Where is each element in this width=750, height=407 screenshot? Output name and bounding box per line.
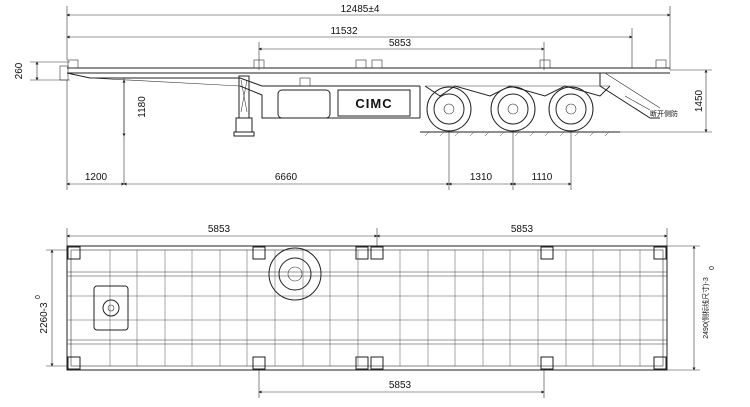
landing-gear xyxy=(233,75,255,137)
front-height-dimension: 260 xyxy=(14,61,70,81)
cimc-logo-plate: CIMC xyxy=(337,89,411,117)
deck-height-label: 1450 xyxy=(694,89,705,112)
bottom-dimension-chain: 1200 6660 1310 1110 xyxy=(66,80,572,190)
plan-front-section-dimension: 5853 xyxy=(66,224,378,246)
plan-rear-section-label: 5853 xyxy=(511,224,534,235)
container-length-dimension: 5853 xyxy=(258,38,545,70)
plan-right-width-label: 2490(侧标线尺寸)-3 xyxy=(701,277,710,339)
container-length-label: 5853 xyxy=(389,38,412,49)
plan-right-width-dimension: 2490(侧标线尺寸)-3 0 xyxy=(667,245,716,371)
suspension xyxy=(424,85,611,97)
wheel-2 xyxy=(490,86,536,132)
axle-spacing-2-label: 1110 xyxy=(532,172,553,183)
plan-right-width-sup: 0 xyxy=(709,266,716,270)
plan-front-section-label: 5853 xyxy=(208,224,231,235)
overall-length-label: 12485±4 xyxy=(341,4,380,15)
side-view: 12485±4 11532 5853 260 xyxy=(14,4,712,190)
plan-bottom-section-dimension: 5853 xyxy=(258,370,545,398)
plan-kingpin-plate xyxy=(93,285,129,331)
ground-hatch xyxy=(424,131,610,137)
plan-twist-locks xyxy=(67,246,667,370)
plan-spare-wheel xyxy=(268,247,322,301)
plan-bottom-section-label: 5853 xyxy=(389,380,412,391)
rear-note-label: 断开侧防 xyxy=(650,109,678,118)
wheel-1 xyxy=(426,86,472,132)
trailer-frame xyxy=(59,59,670,119)
plan-longitudinal-members xyxy=(67,271,667,345)
front-overhang-label: 1200 xyxy=(85,172,108,183)
deck-height-dimension: 1450 xyxy=(620,69,712,133)
plan-outer-frame xyxy=(66,245,668,371)
kingpin-to-axle-label: 6660 xyxy=(275,172,298,183)
kingpin-to-rear-dimension: 11532 xyxy=(66,26,633,68)
plan-left-width-label: 2260-3 xyxy=(39,302,50,334)
plan-left-width-sup: 0 xyxy=(35,295,42,299)
axle-spacing-1-label: 1310 xyxy=(470,172,493,183)
cimc-logo-text: CIMC xyxy=(355,96,392,111)
kingpin-to-rear-label: 11532 xyxy=(330,26,358,37)
rear-side-guard-note: 断开侧防 xyxy=(624,95,678,118)
front-height-label: 260 xyxy=(14,62,25,79)
plan-cross-members xyxy=(109,250,641,366)
overall-length-dimension: 12485±4 xyxy=(66,4,671,70)
wheel-3 xyxy=(548,86,594,132)
plan-rear-section-dimension: 5853 xyxy=(376,224,668,246)
landing-gear-height-dimension: 1180 xyxy=(122,78,148,184)
plan-view: 5853 5853 xyxy=(35,224,716,398)
side-toolbox xyxy=(277,77,331,119)
plan-left-width-dimension: 2260-3 0 xyxy=(35,249,67,367)
landing-gear-height-label: 1180 xyxy=(137,96,148,118)
